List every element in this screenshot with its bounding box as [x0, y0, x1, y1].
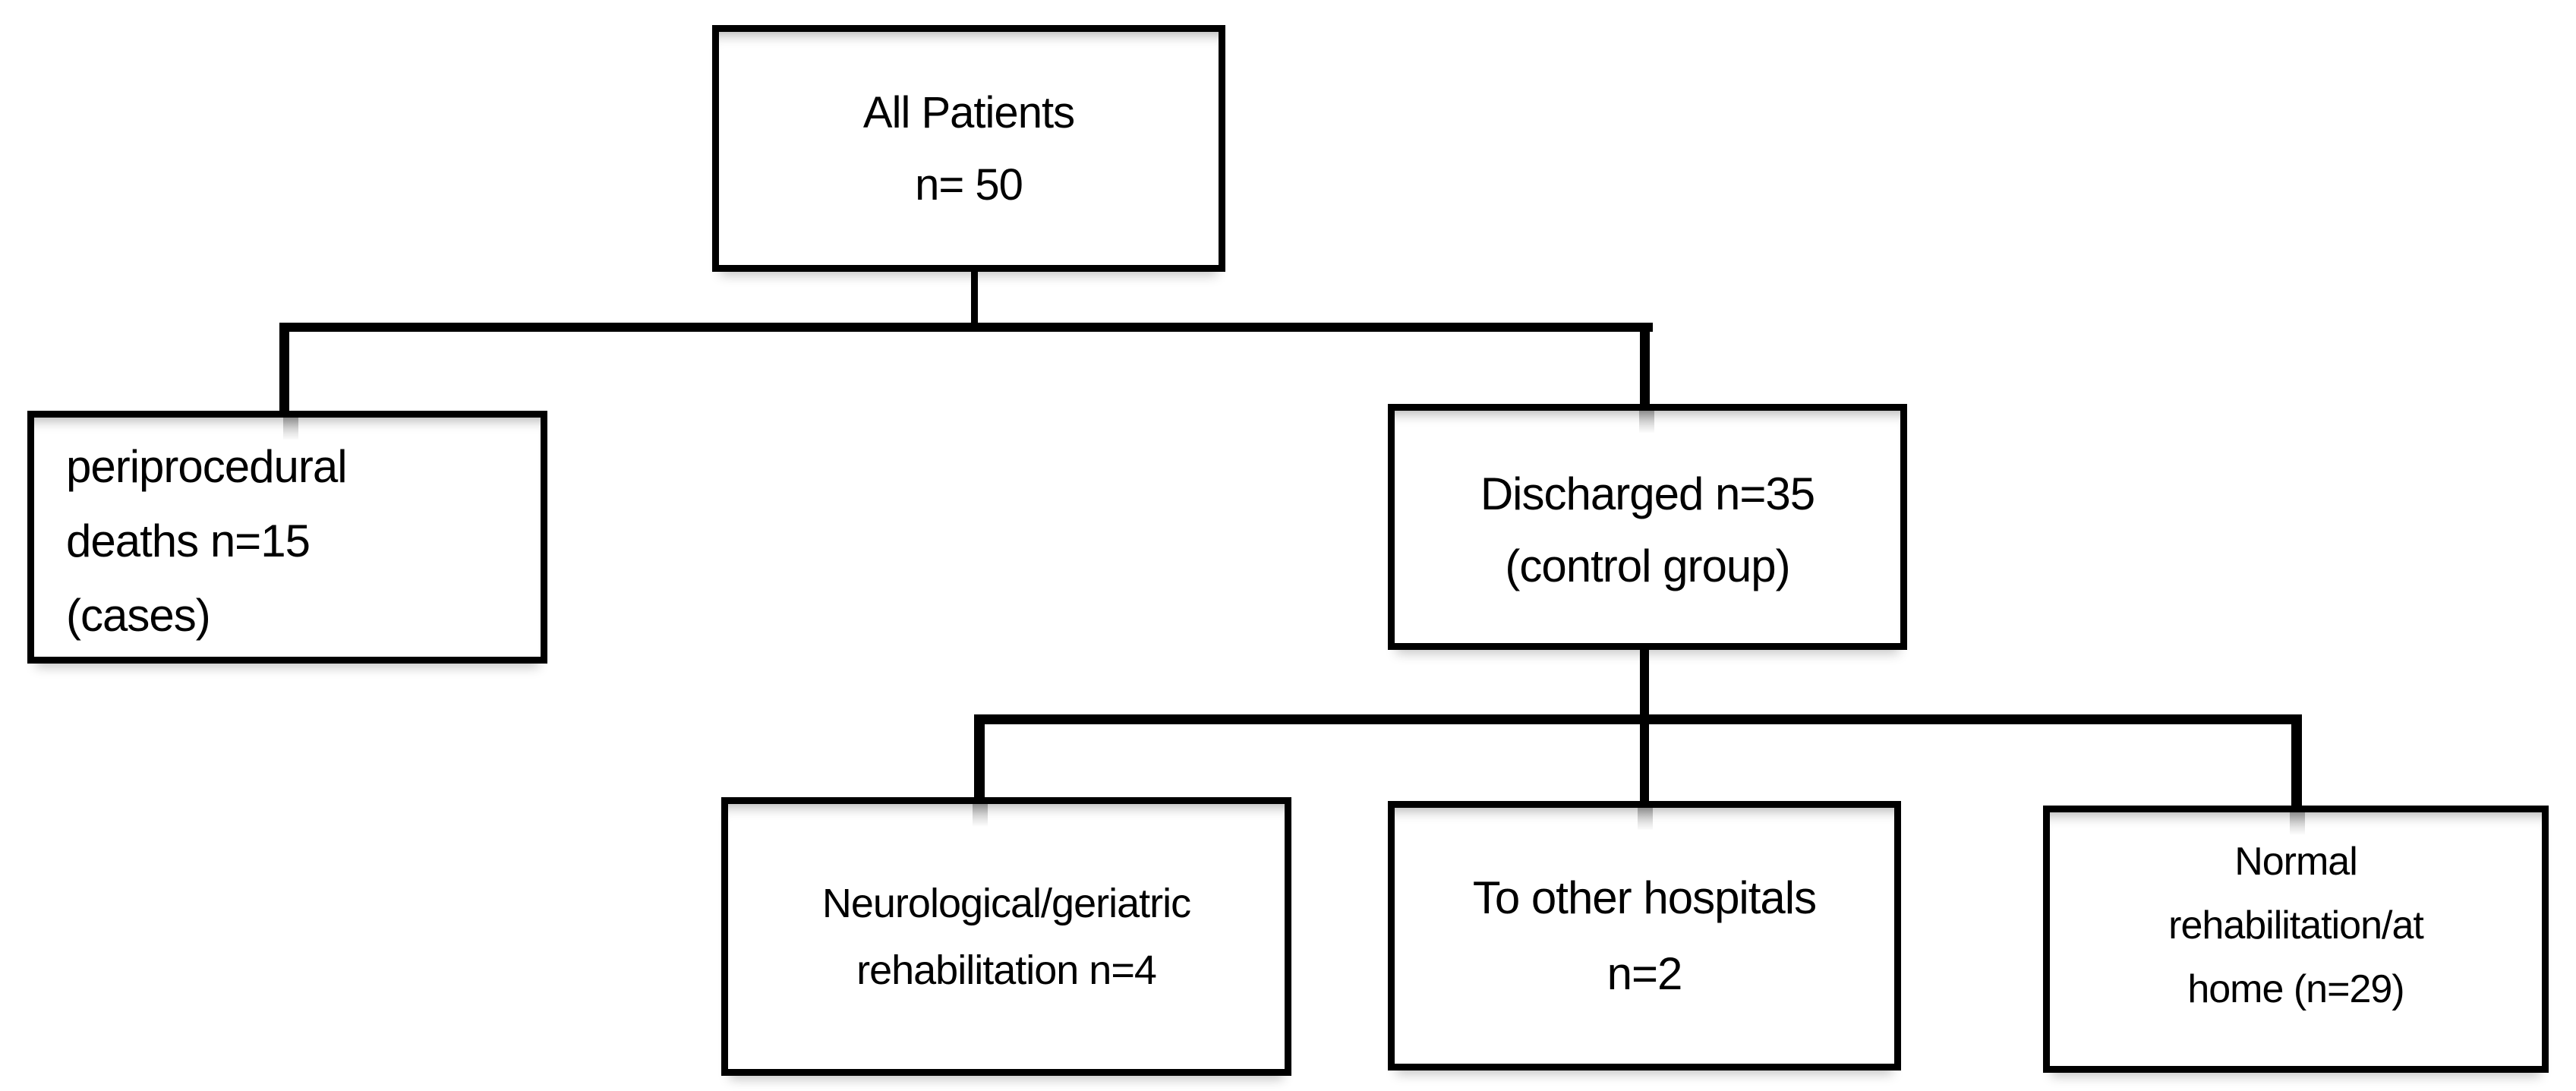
node-all-patients: All Patients n= 50 — [712, 25, 1225, 272]
node-text-line: Discharged n=35 — [1480, 468, 1815, 519]
node-text-line: rehabilitation n=4 — [856, 947, 1157, 993]
branch1-horizontal-line — [279, 323, 1653, 332]
connector-all-patients-vertical — [971, 270, 978, 327]
connector-shadow — [283, 418, 298, 440]
node-text-line: To other hospitals — [1472, 872, 1817, 923]
node-text-line: periprocedural — [66, 440, 348, 492]
node-to-other-hospitals: To other hospitals n=2 — [1388, 801, 1901, 1071]
connector-shadow — [2290, 812, 2305, 835]
node-periprocedural-deaths: periprocedural deaths n=15 (cases) — [27, 411, 547, 664]
connector-shadow — [973, 804, 988, 827]
node-text-line: n= 50 — [915, 159, 1023, 210]
node-text-line: All Patients — [862, 87, 1075, 137]
node-text-line: (control group) — [1505, 541, 1790, 591]
node-text-line: rehabilitation/at — [2168, 903, 2424, 948]
node-text-line: (cases) — [66, 589, 211, 641]
branch2-middle-vertical — [1640, 714, 1649, 804]
branch2-right-vertical — [2291, 714, 2302, 809]
connector-discharged-vertical — [1640, 647, 1649, 719]
node-text-line: deaths n=15 — [66, 515, 311, 566]
node-neurological-geriatric-rehabilitation: Neurological/geriatric rehabilitation n=… — [721, 797, 1291, 1076]
node-text-line: n=2 — [1606, 948, 1683, 999]
branch1-right-vertical — [1640, 323, 1650, 407]
node-discharged: Discharged n=35 (control group) — [1388, 404, 1907, 650]
node-text-line: Neurological/geriatric — [821, 880, 1191, 926]
branch2-horizontal-line — [974, 714, 2302, 724]
node-text-line: Normal — [2234, 840, 2358, 884]
branch2-left-vertical — [974, 714, 985, 800]
branch1-left-vertical — [279, 323, 289, 414]
connector-shadow — [1639, 411, 1654, 434]
node-normal-rehabilitation-at-home: Normal rehabilitation/at home (n=29) — [2043, 806, 2549, 1073]
node-text-line: home (n=29) — [2187, 967, 2404, 1011]
connector-shadow — [1638, 808, 1653, 831]
